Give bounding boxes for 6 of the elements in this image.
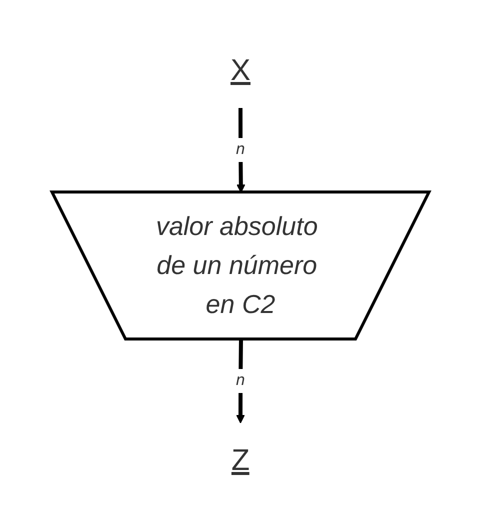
node-text: X	[230, 54, 250, 87]
edge-label: n	[236, 141, 244, 158]
edge-label: n	[236, 372, 244, 389]
arrow	[236, 108, 245, 193]
arrow	[236, 339, 244, 424]
node-text: Z	[230, 444, 250, 477]
